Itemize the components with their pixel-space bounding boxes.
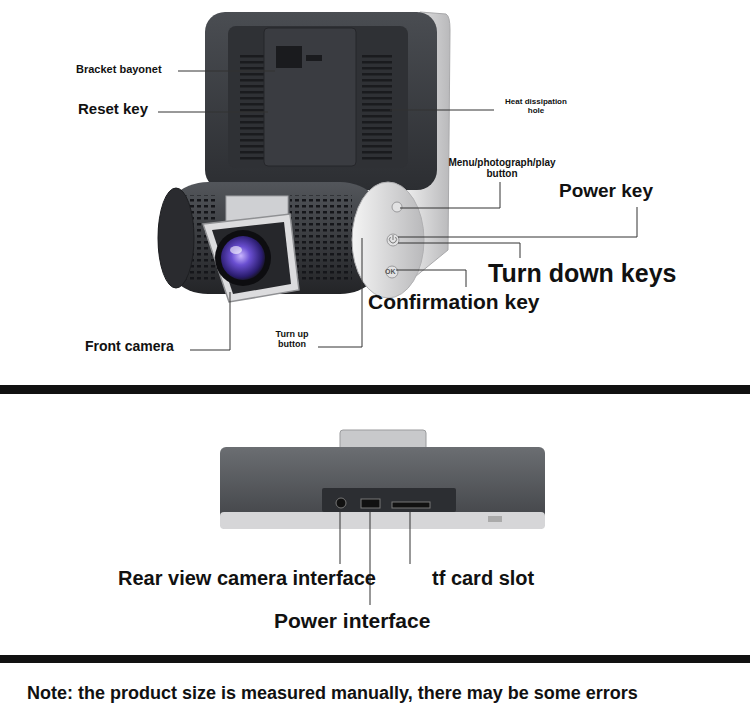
leader-lines-part	[318, 238, 362, 347]
bottom-view-part	[220, 512, 545, 529]
bottom-view-part	[361, 499, 380, 508]
end-cap-part	[387, 234, 399, 246]
bottom-view	[220, 430, 545, 529]
leader-lines-part	[178, 71, 275, 72]
front-camera-unit-part	[221, 236, 265, 280]
leader-lines	[158, 71, 637, 350]
front-camera-unit	[203, 196, 299, 302]
leader-lines-part	[396, 270, 466, 287]
bottom-view-part	[220, 447, 545, 529]
part-label: Reset key	[78, 101, 148, 118]
bottom-leader-lines-part	[410, 512, 411, 564]
rear-housing-part	[362, 52, 398, 160]
leader-lines-part	[398, 207, 637, 237]
end-cap-part	[386, 266, 398, 278]
divider-bar	[0, 385, 750, 394]
end-cap-part	[390, 235, 397, 243]
bottom-leader-lines-part	[340, 512, 341, 564]
part-label: Turn down keys	[488, 260, 676, 288]
lens-cylinder-part	[158, 188, 194, 288]
end-cap	[352, 182, 424, 298]
part-label: tf card slot	[432, 567, 534, 589]
part-label: Rear view camera interface	[118, 567, 376, 589]
leader-lines-part	[398, 243, 520, 258]
button-mark: OK	[385, 268, 396, 276]
bottom-view-part	[336, 498, 346, 508]
front-camera-unit-part	[230, 246, 242, 254]
bottom-view-part	[488, 516, 502, 522]
note-text: Note: the product size is measured manua…	[27, 684, 638, 704]
part-label: Power key	[559, 181, 653, 202]
front-camera-unit-part	[215, 230, 271, 286]
front-camera-unit-part	[212, 222, 291, 294]
part-label: Bracket bayonet	[76, 63, 162, 75]
bottom-leader-lines-part	[370, 512, 371, 605]
rear-housing-part	[306, 55, 322, 61]
lens-cylinder-part	[290, 195, 352, 283]
part-label: Power interface	[274, 609, 430, 632]
leader-lines-part	[400, 182, 500, 208]
rear-housing-part	[228, 26, 408, 168]
divider-bar	[0, 655, 750, 663]
rear-housing-part	[264, 28, 356, 166]
leader-lines-part	[390, 110, 494, 111]
bottom-view-part	[322, 488, 456, 512]
part-label: Front camera	[85, 339, 174, 354]
part-label: Confirmation key	[368, 290, 540, 313]
rear-housing-part	[205, 12, 437, 190]
part-label: Heat dissipation hole	[497, 98, 575, 116]
part-label: Turn up button	[270, 330, 314, 350]
rear-housing-part	[276, 46, 302, 68]
end-cap-part	[392, 202, 402, 212]
end-cap-part	[352, 182, 424, 298]
leader-lines-part	[190, 292, 230, 350]
front-camera-unit-part	[203, 214, 299, 302]
bottom-leader-lines	[340, 512, 410, 605]
leader-lines-part	[158, 112, 268, 113]
bottom-view-part	[392, 502, 430, 508]
part-label: Menu/photograph/play button	[438, 157, 566, 179]
